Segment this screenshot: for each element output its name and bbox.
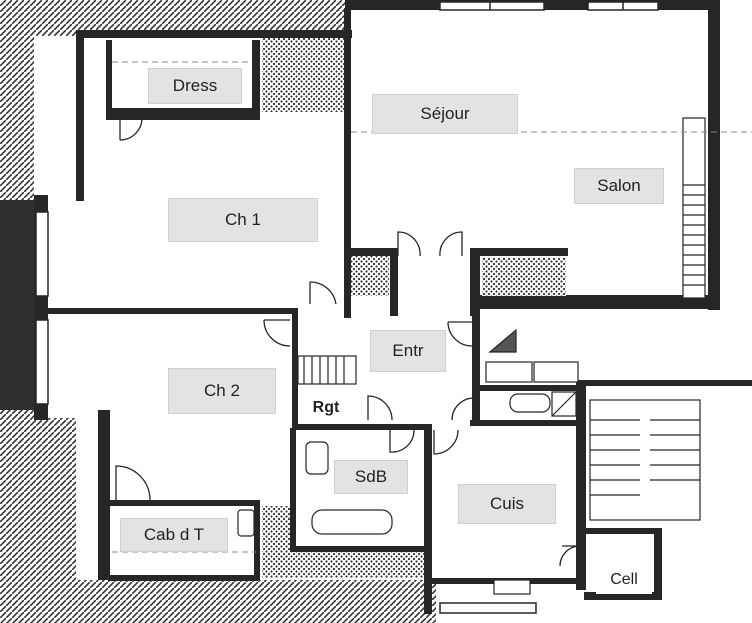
room-label-salon: Salon [574,168,664,204]
fixtures [237,117,706,595]
dashed-lines [112,61,752,553]
room-label-ch1: Ch 1 [168,198,318,242]
room-label-entr: Entr [370,330,446,372]
room-label-sejour: Séjour [372,94,518,134]
room-label-cuis: Cuis [458,484,556,524]
room-label-sdb: SdB [334,460,408,494]
room-label-cell: Cell [596,566,652,594]
room-label-cab: Cab d T [120,518,228,552]
windows [35,1,659,614]
room-label-rgt: Rgt [302,394,350,422]
room-label-ch2: Ch 2 [168,368,276,414]
external-masonry [0,0,436,623]
room-label-dress: Dress [148,68,242,104]
doors [115,117,581,567]
service-shafts [262,38,566,578]
